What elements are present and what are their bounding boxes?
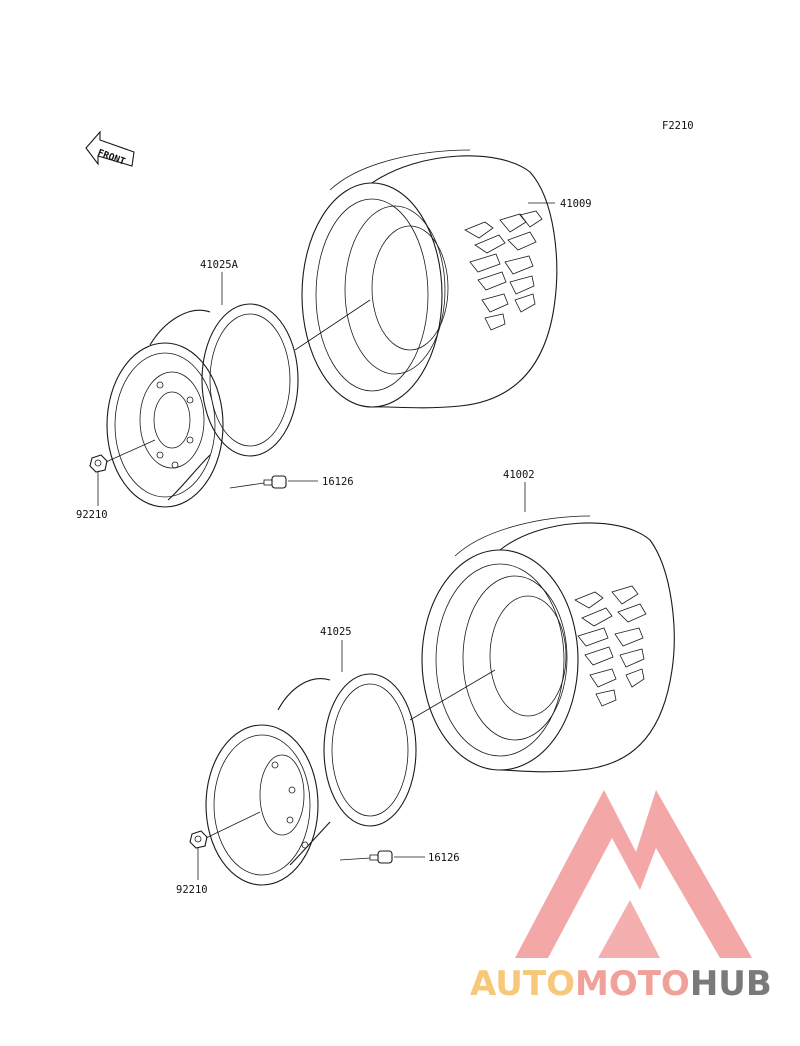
label-front-tire: 41002 — [503, 469, 535, 481]
rear-tire — [301, 149, 558, 409]
label-rear-nut: 92210 — [76, 509, 108, 521]
rear-valve — [263, 475, 287, 489]
watermark-logo-icon — [515, 790, 752, 958]
watermark-moto: MOTO — [574, 964, 690, 1004]
label-front-nut: 92210 — [176, 884, 208, 896]
front-arrow-label: FRONT — [96, 147, 127, 167]
label-rear-tire: 41009 — [560, 198, 592, 210]
watermark-auto: AUTO — [470, 964, 575, 1004]
front-nut — [189, 830, 208, 849]
rear-nut — [89, 454, 108, 473]
watermark-brand: AUTOMOTOHUB — [470, 964, 772, 1004]
rear-wheel — [106, 303, 299, 508]
label-front-wheel: 41025 — [320, 626, 352, 638]
front-wheel — [205, 673, 417, 886]
front-valve — [369, 850, 393, 864]
label-front-valve: 16126 — [428, 852, 460, 864]
label-rear-wheel: 41025A — [200, 259, 239, 271]
front-arrow-icon: FRONT — [85, 130, 135, 168]
label-rear-valve: 16126 — [322, 476, 354, 488]
front-tire — [421, 515, 675, 773]
watermark-hub: HUB — [689, 964, 772, 1004]
diagram-code: F2210 — [662, 120, 694, 132]
